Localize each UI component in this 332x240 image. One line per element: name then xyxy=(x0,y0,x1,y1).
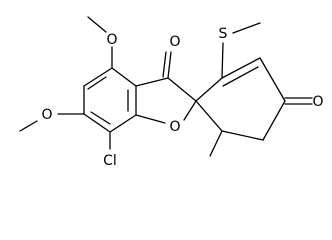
sulfur-atom: S xyxy=(219,26,228,42)
bond xyxy=(262,100,286,141)
bond xyxy=(221,130,264,141)
bonds xyxy=(19,16,313,157)
ring-oxygen: O xyxy=(169,119,180,135)
bond xyxy=(83,67,113,87)
bond xyxy=(90,111,111,125)
bond xyxy=(259,57,286,102)
bond xyxy=(221,42,224,79)
bond xyxy=(195,100,223,132)
ketone-oxygen-five-ring: O xyxy=(169,34,180,50)
bond xyxy=(221,57,261,79)
chlorine-atom: Cl xyxy=(103,153,117,169)
bond xyxy=(83,113,111,133)
bond xyxy=(195,77,223,102)
bond xyxy=(19,120,38,132)
methoxy-oxygen-left: O xyxy=(41,107,52,123)
bond xyxy=(209,130,223,157)
bond xyxy=(183,100,197,121)
bond xyxy=(135,114,166,124)
bond xyxy=(87,16,107,33)
bond xyxy=(135,77,169,87)
bond xyxy=(167,77,197,102)
bond xyxy=(232,22,261,34)
bond xyxy=(109,114,137,133)
bond xyxy=(222,66,259,87)
atom-labels: O O O O Cl S O xyxy=(41,26,323,169)
methoxy-oxygen-top: O xyxy=(106,32,117,48)
bond xyxy=(162,51,167,78)
bond xyxy=(111,67,137,87)
chemical-structure: O O O O Cl S O xyxy=(19,16,324,169)
bond xyxy=(167,51,172,79)
ketone-oxygen-six-ring: O xyxy=(312,94,323,110)
bond xyxy=(87,76,107,90)
